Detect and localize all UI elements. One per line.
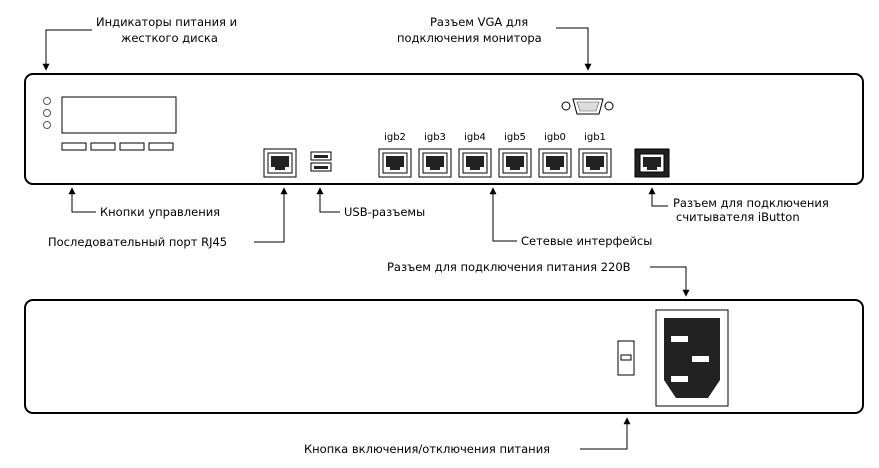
power-led	[43, 97, 51, 105]
label-power-connector: Разъем для подключения питания 220В	[387, 260, 631, 274]
hdd-led	[43, 109, 51, 117]
label-serial-port: Последовательный порт RJ45	[48, 235, 227, 249]
usb-callout	[316, 187, 340, 213]
port-label: igb5	[504, 132, 526, 143]
control-buttons	[61, 142, 174, 151]
label-indicators: Индикаторы питания и	[96, 15, 237, 29]
network-callout	[489, 187, 517, 242]
port-label: igb1	[584, 132, 606, 143]
port-label: igb0	[544, 132, 566, 143]
network-port: igb3	[418, 132, 452, 178]
rear-panel	[24, 299, 864, 414]
network-port: igb5	[498, 132, 532, 178]
serial-port-rj45	[263, 148, 297, 178]
network-ports: igb2 igb3 igb4 igb5 igb0	[378, 132, 612, 178]
label-network: Сетевые интерфейсы	[521, 234, 652, 248]
vga-callout	[556, 27, 592, 71]
port-label: igb2	[384, 132, 406, 143]
network-port: igb0	[538, 132, 572, 178]
port-label: igb4	[464, 132, 486, 143]
control-button[interactable]	[61, 142, 87, 151]
port-label: igb3	[424, 132, 446, 143]
power-connector	[655, 309, 729, 407]
ibutton-callout	[648, 187, 668, 207]
control-button[interactable]	[90, 142, 116, 151]
label-power-switch: Кнопка включения/отключения питания	[304, 442, 550, 456]
control-button[interactable]	[119, 142, 145, 151]
network-port: igb2	[378, 132, 412, 178]
callout-lines	[42, 27, 690, 450]
control-buttons-callout	[68, 187, 96, 213]
ibutton-connector	[634, 148, 670, 178]
label-vga-2: подключения монитора	[397, 31, 542, 45]
label-vga: Разъем VGA для	[430, 15, 528, 29]
network-port: igb1	[578, 132, 612, 178]
label-indicators-2: жесткого диска	[121, 31, 218, 45]
control-button[interactable]	[148, 142, 174, 151]
power-switch-callout	[580, 417, 631, 450]
status-led	[43, 121, 51, 129]
indicators-callout	[42, 29, 92, 71]
power-connector-callout	[650, 266, 690, 297]
label-ibutton-2: считывателя iButton	[676, 210, 800, 224]
network-port: igb4	[458, 132, 492, 178]
label-control-buttons: Кнопки управления	[100, 205, 220, 219]
power-switch[interactable]	[617, 340, 635, 376]
usb-ports	[310, 151, 332, 172]
lcd-display	[61, 96, 177, 134]
label-usb: USB-разъемы	[344, 205, 425, 219]
vga-connector	[561, 98, 614, 115]
label-ibutton: Разъем для подключения	[673, 196, 829, 210]
serial-port-callout	[254, 187, 288, 243]
